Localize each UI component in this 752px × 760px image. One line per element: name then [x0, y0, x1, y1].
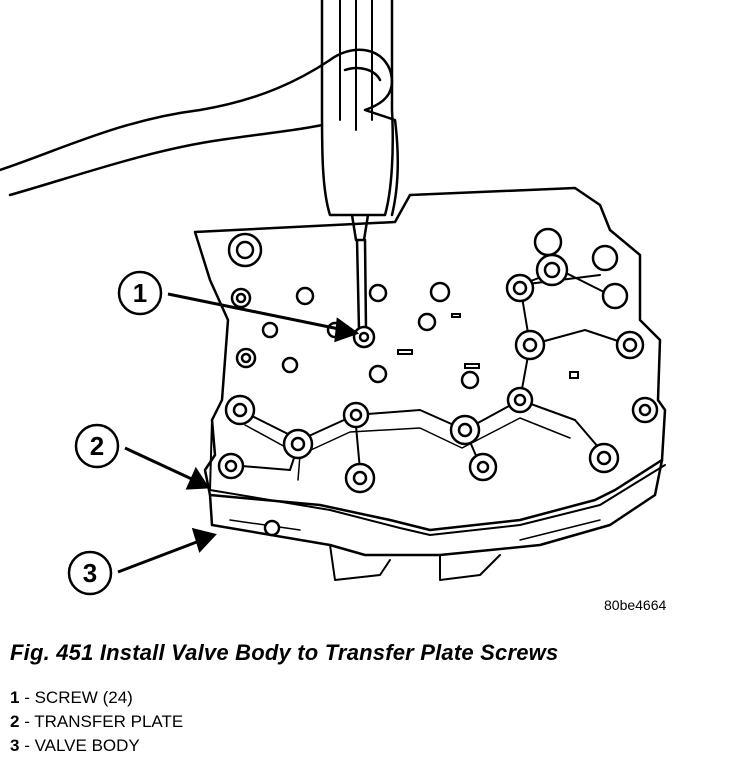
screwdriver-handle: [320, 0, 394, 217]
callout-2-number: 2: [90, 431, 104, 461]
figure-reference-code: 80be4664: [604, 597, 667, 613]
callout-3-number: 3: [83, 558, 97, 588]
callout-1-number: 1: [133, 278, 147, 308]
legend-item: 3 - VALVE BODY: [10, 736, 140, 755]
figure-caption: Fig. 451 Install Valve Body to Transfer …: [10, 640, 559, 665]
legend-item: 1 - SCREW (24): [10, 688, 133, 707]
hand-outline: [0, 48, 400, 217]
valve-body-outline: [208, 458, 664, 557]
legend-item: 2 - TRANSFER PLATE: [10, 712, 184, 731]
screwdriver-shaft: [355, 238, 368, 332]
transfer-plate-outline: [193, 186, 667, 532]
screw-head-target: [352, 325, 376, 349]
valve-body-illustration: 1 2 3: [0, 0, 667, 596]
legend-list: 1 - SCREW (24) 2 - TRANSFER PLATE 3 - VA…: [10, 686, 183, 758]
